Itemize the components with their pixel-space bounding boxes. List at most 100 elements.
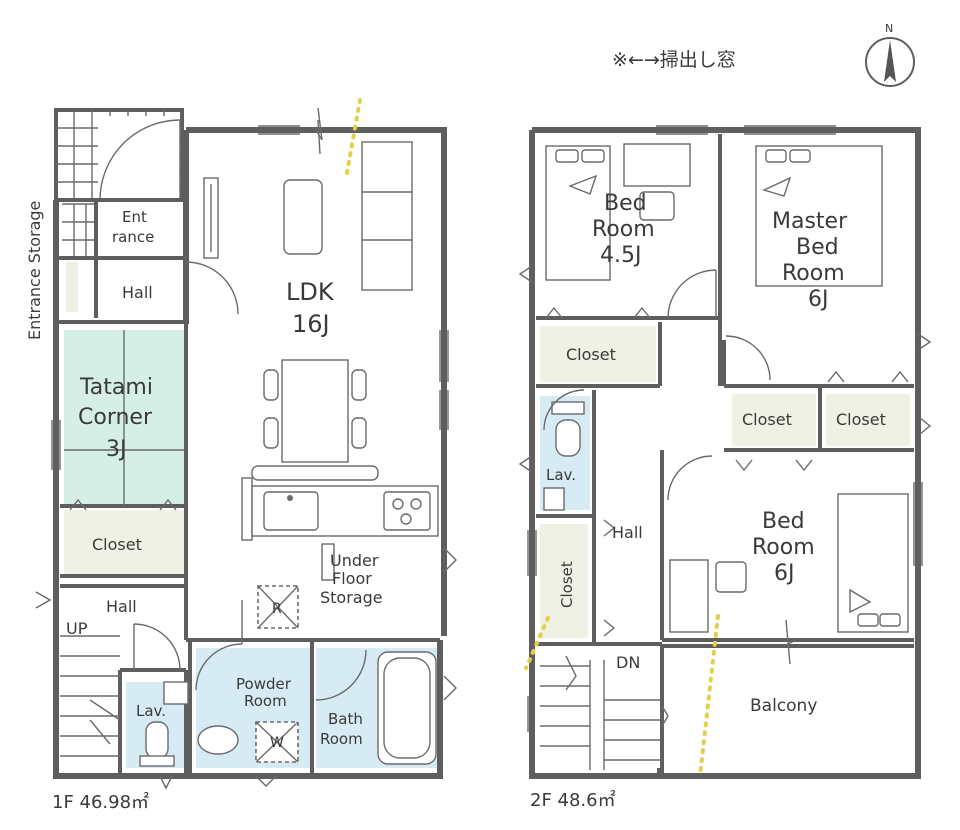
desk — [623, 143, 691, 187]
f2-vent-marks — [518, 265, 932, 727]
bed-6j-chair — [715, 561, 747, 593]
fridge-mark: R — [272, 601, 282, 617]
underfloor-label-3: Storage — [320, 588, 383, 607]
closet-door-marks — [69, 498, 177, 511]
sliding-window-arrow — [315, 107, 323, 155]
tatami-label-2: Corner — [78, 405, 153, 430]
bed-6j-desk — [669, 559, 709, 633]
balcony-label: Balcony — [750, 696, 817, 716]
washbasin — [197, 725, 239, 755]
f2-closet-c-fill — [826, 394, 910, 446]
dining-chair — [351, 369, 367, 401]
underfloor-label-1: Under — [330, 551, 379, 570]
desk-chair — [639, 191, 675, 221]
bed-4-5j-label-2: Room — [592, 217, 655, 242]
f2-area-label: 2F 48.6㎡ — [530, 789, 616, 811]
balcony-door-arrow — [783, 619, 797, 665]
f2-closet-a-label: Closet — [566, 345, 616, 364]
tatami-size-label: 3J — [106, 437, 127, 462]
bed-6j-label-1: Bed — [762, 509, 805, 534]
master-label-1: Master — [772, 209, 848, 234]
entrance-porch-tiles — [54, 108, 184, 202]
bed-4-5j-size-label: 4.5J — [600, 243, 641, 268]
powder-label-2: Room — [244, 692, 287, 710]
f1-closet-fill — [64, 510, 184, 574]
coffee-table — [283, 179, 323, 255]
f1-windows — [51, 125, 449, 470]
bath-label-2: Room — [320, 730, 363, 748]
f2-toilet-tank — [551, 401, 585, 415]
floor2-plan: Bed Room 4.5J Master Bed Room 6J Closet … — [518, 125, 932, 811]
bed-4-5j-bed — [545, 145, 611, 281]
kitchen-counter-back — [251, 465, 379, 481]
master-door-swing — [725, 335, 771, 381]
f2-lav-door-swing — [543, 389, 585, 431]
master-label-3: Room — [782, 261, 845, 286]
f1-vent-marks — [35, 547, 457, 790]
f2-closet-vertical-label: Closet — [558, 561, 576, 608]
compass: N — [865, 22, 915, 87]
powder-door-swing — [195, 600, 243, 691]
f2-windows — [527, 125, 923, 732]
f2-closet-a-fill — [540, 326, 656, 382]
f1-area-label: 1F 46.98㎡ — [52, 791, 149, 813]
bed-6j-door-swing — [667, 455, 713, 501]
dining-chair — [351, 417, 367, 449]
f1-toilet — [145, 721, 169, 759]
f1-lav-sink — [163, 681, 189, 705]
hall-top-label: Hall — [122, 283, 153, 302]
powder-label-1: Powder — [236, 675, 292, 693]
underfloor-label-2: Floor — [332, 569, 372, 588]
dining-chair — [263, 417, 279, 449]
stairs-up-label: UP — [66, 619, 88, 638]
compass-north-label: N — [885, 22, 893, 35]
hall-bottom-label: Hall — [106, 597, 137, 616]
f2-closet-door-marks — [545, 306, 909, 637]
bathtub — [377, 651, 437, 765]
sink — [263, 491, 319, 531]
f2-lav-sink — [543, 487, 565, 511]
dining-chair — [263, 369, 279, 401]
master-bed — [755, 145, 883, 287]
bath-door-swing — [315, 649, 367, 701]
entrance-label-2: rance — [112, 228, 154, 246]
f2-closet-c-label: Closet — [836, 410, 886, 429]
f1-outer-wall — [53, 127, 447, 779]
stairs-dn-label: DN — [616, 653, 640, 672]
f2-hall-label: Hall — [612, 523, 643, 542]
f1-boundary-dotted-line — [344, 98, 362, 180]
f2-toilet — [555, 419, 581, 457]
bed-4-5j-label-1: Bed — [604, 191, 647, 216]
underfloor-storage-hatch — [321, 543, 335, 581]
floor1-plan: Entrance Storage Ent rance Hall LDK 16J … — [25, 98, 457, 813]
entrance-storage-label: Entrance Storage — [25, 201, 44, 340]
hall-door-swing — [185, 261, 239, 315]
f2-closet-b-fill — [732, 394, 816, 446]
entrance-floor-tiles — [62, 203, 96, 258]
bed-6j-bed — [837, 493, 909, 633]
master-label-2: Bed — [796, 235, 839, 260]
f1-toilet-tank — [139, 755, 175, 767]
f2-dotted-line-left — [524, 616, 550, 670]
bath-label-1: Bath — [328, 710, 363, 728]
f1-closet-label: Closet — [92, 535, 142, 554]
bed-6j-size-label: 6J — [774, 561, 795, 586]
f2-lav-label: Lav. — [546, 466, 576, 484]
kitchen-counter-side — [241, 477, 253, 541]
f2-dotted-line-right — [698, 614, 720, 778]
legend-text: ※←→掃出し窓 — [612, 49, 736, 71]
bed-6j-label-2: Room — [752, 535, 815, 560]
tatami-label-1: Tatami — [79, 375, 153, 400]
f2-stairs — [540, 655, 660, 770]
tatami-grid — [64, 330, 184, 506]
ldk-size-label: 16J — [292, 310, 330, 338]
f1-lav-door-swing — [133, 623, 181, 671]
dining-table — [281, 359, 349, 463]
sofa — [361, 141, 413, 291]
f2-closet-b-label: Closet — [742, 410, 792, 429]
compass-needle-icon — [884, 40, 896, 82]
entrance-storage-fill — [66, 262, 78, 312]
stove — [383, 491, 431, 531]
